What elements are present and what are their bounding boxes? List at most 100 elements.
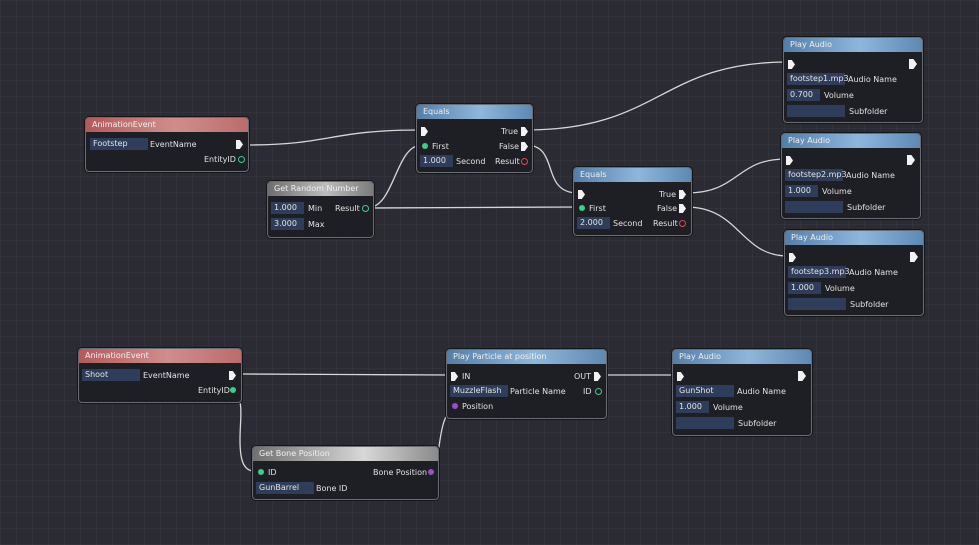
event-name-label: EventName xyxy=(150,140,197,149)
event-name-field[interactable]: Footstep xyxy=(90,138,148,150)
min-label: Min xyxy=(308,204,323,213)
min-field[interactable]: 1.000 xyxy=(271,202,304,214)
play-audio-node-3[interactable]: Play Audio footstep3.mp3 Audio Name 1.00… xyxy=(784,230,924,316)
exec-in-pin[interactable] xyxy=(578,190,585,199)
volume-field[interactable]: 1.000 xyxy=(785,185,818,197)
position-label: Position xyxy=(462,402,494,411)
exec-in-pin[interactable] xyxy=(421,127,428,136)
node-title: Play Audio xyxy=(673,350,811,364)
volume-label: Volume xyxy=(822,187,852,196)
first-label: First xyxy=(432,142,449,151)
exec-out-pin[interactable] xyxy=(798,371,806,381)
play-audio-node-2[interactable]: Play Audio footstep2.mp3 Audio Name 1.00… xyxy=(781,133,921,219)
id-in-pin[interactable] xyxy=(258,469,264,475)
exec-in-pin[interactable] xyxy=(451,372,458,381)
second-field[interactable]: 2.000 xyxy=(577,217,610,229)
exec-in-pin[interactable] xyxy=(786,156,793,165)
node-title: Play Audio xyxy=(785,231,923,245)
particle-name-field[interactable]: MuzzleFlash xyxy=(450,385,508,397)
wire-anim2-particle xyxy=(239,373,453,376)
exec-out-pin[interactable] xyxy=(909,59,917,69)
get-random-number-node[interactable]: Get Random Number 1.000 Min Result 3.000… xyxy=(267,181,374,238)
animation-event-node-footstep[interactable]: AnimationEvent Footstep EventName Entity… xyxy=(85,117,249,172)
volume-field[interactable]: 1.000 xyxy=(788,282,821,294)
wire-anim1-equals1 xyxy=(246,129,421,146)
event-name-label: EventName xyxy=(143,371,190,380)
false-exec-out-pin[interactable] xyxy=(679,204,686,213)
bone-position-out-pin[interactable] xyxy=(428,469,434,475)
max-label: Max xyxy=(308,220,325,229)
false-exec-out-pin[interactable] xyxy=(521,142,528,151)
result-out-pin[interactable] xyxy=(521,158,528,165)
play-audio-node-1[interactable]: Play Audio footstep1.mp3 Audio Name 0.70… xyxy=(783,37,923,123)
exec-in-pin[interactable] xyxy=(789,253,796,262)
exec-out-pin[interactable] xyxy=(236,140,243,149)
volume-label: Volume xyxy=(713,403,743,412)
subfolder-field[interactable] xyxy=(788,298,846,310)
subfolder-label: Subfolder xyxy=(847,203,886,212)
entity-id-out-pin[interactable] xyxy=(238,156,245,163)
max-field[interactable]: 3.000 xyxy=(271,218,304,230)
subfolder-field[interactable] xyxy=(785,201,843,213)
bone-id-field[interactable]: GunBarrel xyxy=(256,482,314,494)
result-label: Result xyxy=(495,157,520,166)
audio-name-field[interactable]: footstep3.mp3 xyxy=(788,266,850,278)
audio-name-field[interactable]: footstep1.mp3 xyxy=(787,73,849,85)
bone-position-label: Bone Position xyxy=(373,468,428,477)
first-in-pin[interactable] xyxy=(579,205,585,211)
exec-in-pin[interactable] xyxy=(677,372,684,381)
id-out-pin[interactable] xyxy=(595,388,602,395)
false-label: False xyxy=(499,142,520,151)
animation-event-node-shoot[interactable]: AnimationEvent Shoot EventName EntityID xyxy=(78,348,242,403)
entity-id-out-pin[interactable] xyxy=(230,387,236,393)
subfolder-label: Subfolder xyxy=(738,419,777,428)
wire-equals1-true-audio1 xyxy=(525,61,789,131)
result-label: Result xyxy=(653,219,678,228)
node-title: Equals xyxy=(417,105,532,119)
node-title: Get Bone Position xyxy=(253,447,438,461)
get-bone-position-node[interactable]: Get Bone Position ID Bone Position GunBa… xyxy=(252,446,439,500)
volume-label: Volume xyxy=(825,284,855,293)
node-title: AnimationEvent xyxy=(79,349,241,363)
result-out-pin[interactable] xyxy=(679,220,686,227)
true-exec-out-pin[interactable] xyxy=(679,190,686,199)
volume-field[interactable]: 0.700 xyxy=(787,89,820,101)
equals-node-1[interactable]: Equals True First False 1.000 Second Res… xyxy=(416,104,533,173)
particle-name-label: Particle Name xyxy=(510,387,566,396)
audio-name-field[interactable]: GunShot xyxy=(676,385,734,397)
first-in-pin[interactable] xyxy=(422,143,428,149)
node-title: Get Random Number xyxy=(268,182,373,196)
subfolder-label: Subfolder xyxy=(849,107,888,116)
result-out-pin[interactable] xyxy=(362,205,369,212)
bone-id-label: Bone ID xyxy=(316,484,348,493)
exec-out-pin[interactable] xyxy=(907,155,915,165)
play-particle-node[interactable]: Play Particle at position IN OUT MuzzleF… xyxy=(446,349,607,419)
exec-out-pin[interactable] xyxy=(229,371,236,380)
true-label: True xyxy=(659,190,676,199)
volume-field[interactable]: 1.000 xyxy=(676,401,709,413)
subfolder-label: Subfolder xyxy=(850,300,889,309)
first-label: First xyxy=(589,204,606,213)
subfolder-field[interactable] xyxy=(787,105,845,117)
audio-name-field[interactable]: footstep2.mp3 xyxy=(785,169,847,181)
exec-out-pin[interactable] xyxy=(594,372,601,381)
node-title: Play Audio xyxy=(782,134,920,148)
volume-label: Volume xyxy=(824,91,854,100)
second-field[interactable]: 1.000 xyxy=(420,155,453,167)
exec-in-pin[interactable] xyxy=(788,60,795,69)
play-audio-node-4[interactable]: Play Audio GunShot Audio Name 1.000 Volu… xyxy=(672,349,812,436)
node-title: AnimationEvent xyxy=(86,118,248,132)
audio-name-label: Audio Name xyxy=(846,171,895,180)
position-in-pin[interactable] xyxy=(452,403,458,409)
equals-node-2[interactable]: Equals True First False 2.000 Second Res… xyxy=(573,167,692,236)
wire-equals2-false-audio3 xyxy=(685,206,789,257)
node-title: Play Audio xyxy=(784,38,922,52)
audio-name-label: Audio Name xyxy=(849,268,898,277)
out-label: OUT xyxy=(574,372,592,381)
second-label: Second xyxy=(456,157,486,166)
true-exec-out-pin[interactable] xyxy=(521,127,528,136)
audio-name-label: Audio Name xyxy=(737,387,786,396)
exec-out-pin[interactable] xyxy=(910,252,918,262)
subfolder-field[interactable] xyxy=(676,417,734,429)
event-name-field[interactable]: Shoot xyxy=(82,369,140,381)
